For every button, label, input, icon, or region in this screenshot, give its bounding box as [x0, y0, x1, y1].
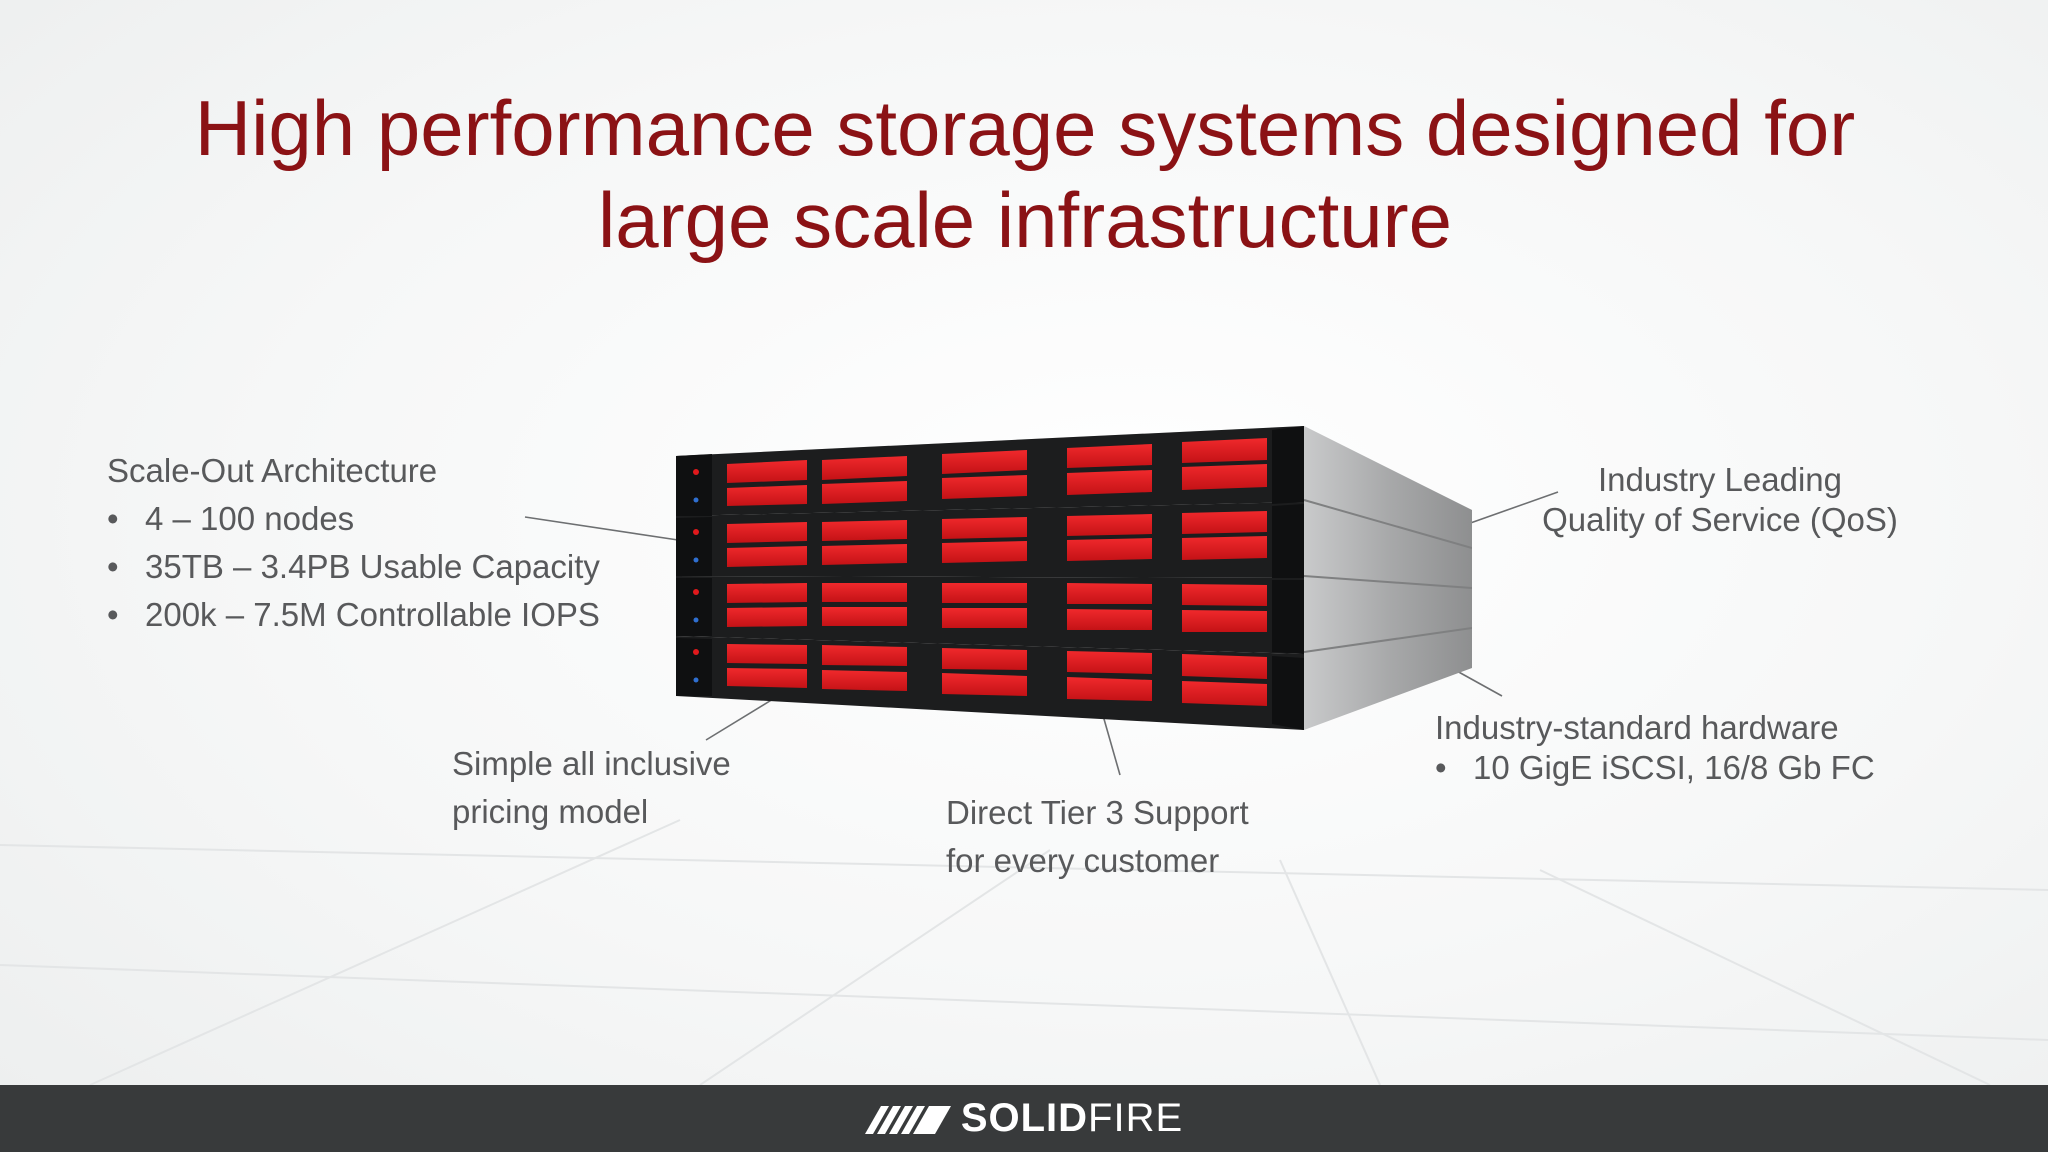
scale-out-list: • 4 – 100 nodes • 35TB – 3.4PB Usable Capa…	[107, 495, 600, 639]
qos-line-2: Quality of Service (QoS)	[1542, 501, 1898, 538]
server-ears	[676, 426, 1304, 730]
hardware-heading: Industry-standard hardware	[1435, 709, 1839, 746]
qos-line-1: Industry Leading	[1597, 461, 1842, 498]
list-item: • 4 – 100 nodes	[107, 495, 600, 543]
brand-name-regular: FIRE	[1088, 1096, 1184, 1140]
drive-bays	[727, 438, 1267, 706]
bullet: •	[107, 596, 119, 633]
list-item-text: 10 GigE iSCSI, 16/8 Gb FC	[1473, 749, 1875, 786]
bullet: •	[107, 500, 119, 537]
bullet: •	[107, 548, 119, 585]
brand-logo: SOLIDFIRE	[864, 1096, 1183, 1141]
list-item-text: 200k – 7.5M Controllable IOPS	[145, 596, 600, 633]
list-item-text: 35TB – 3.4PB Usable Capacity	[145, 548, 600, 585]
status-leds	[693, 469, 699, 683]
list-item: • 35TB – 3.4PB Usable Capacity	[107, 543, 600, 591]
storage-server-stack	[676, 426, 1472, 730]
pricing-line-1: Simple all inclusive	[452, 745, 731, 782]
pricing-line-2: pricing model	[452, 793, 649, 830]
title-line-1: High performance storage systems designe…	[194, 84, 1856, 172]
bullet: •	[1435, 749, 1447, 786]
support-line-2: for every customer	[946, 842, 1220, 879]
pricing-block: Simple all inclusive pricing model	[452, 740, 731, 836]
page-title: High performance storage systems designe…	[110, 82, 1940, 266]
support-line-1: Direct Tier 3 Support	[946, 794, 1249, 831]
qos-block: Industry Leading Quality of Service (QoS…	[1520, 460, 1920, 540]
footer-bar: SOLIDFIRE	[0, 1085, 2048, 1152]
solidfire-logo-icon	[864, 1105, 951, 1134]
list-item: • 10 GigE iSCSI, 16/8 Gb FC	[1435, 748, 1875, 788]
server-side	[1304, 426, 1472, 730]
list-item-text: 4 – 100 nodes	[145, 500, 355, 537]
brand-name: SOLIDFIRE	[961, 1096, 1183, 1141]
support-block: Direct Tier 3 Support for every customer	[946, 789, 1249, 885]
scale-out-block: Scale-Out Architecture • 4 – 100 nodes • 3…	[107, 447, 600, 639]
list-item: • 200k – 7.5M Controllable IOPS	[107, 591, 600, 639]
hardware-block: Industry-standard hardware • 10 GigE iSCS…	[1435, 708, 1875, 788]
scale-out-heading: Scale-Out Architecture	[107, 452, 438, 489]
title-line-2: large scale infrastructure	[597, 176, 1453, 264]
hardware-list: • 10 GigE iSCSI, 16/8 Gb FC	[1435, 748, 1875, 788]
brand-name-bold: SOLID	[960, 1096, 1089, 1140]
